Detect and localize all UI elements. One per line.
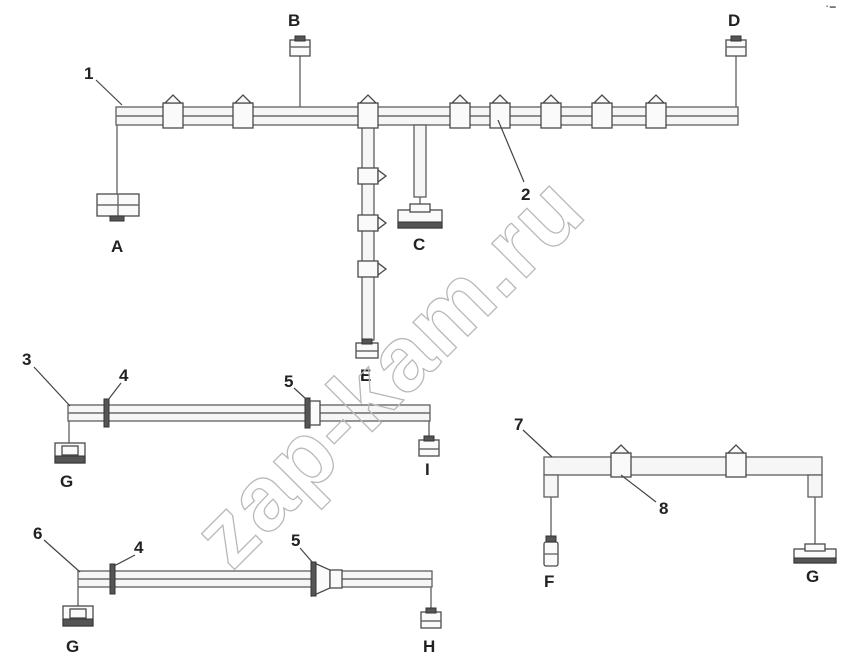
harness-7 <box>543 444 837 567</box>
label-c: C <box>413 235 425 254</box>
label-g-3: G <box>806 567 819 586</box>
trunk-clip-7 <box>591 94 613 129</box>
connector-f <box>543 535 559 567</box>
trunk-clip-5 <box>489 94 511 129</box>
branch-e-clip-2 <box>357 214 388 232</box>
label-2: 2 <box>521 185 530 204</box>
leader-lines <box>33 79 657 573</box>
trunk-clip-4 <box>449 94 471 129</box>
connector-g-2 <box>62 605 94 627</box>
label-7: 7 <box>514 415 523 434</box>
label-a: A <box>111 237 123 256</box>
trunk-clip-8 <box>645 94 667 129</box>
harness-7-tube <box>543 456 823 476</box>
label-h: H <box>423 637 435 656</box>
branch-e-tube <box>361 124 375 341</box>
label-3: 3 <box>22 350 31 369</box>
connector-c <box>397 203 443 229</box>
harness-7-clip-2 <box>725 444 747 478</box>
branch-e-clip-3 <box>357 260 388 278</box>
connector-h <box>420 607 442 629</box>
harness-3 <box>54 397 440 464</box>
label-1: 1 <box>84 64 93 83</box>
connector-i <box>418 435 440 457</box>
label-b: B <box>288 11 300 30</box>
harness-1 <box>96 35 747 359</box>
grommet-5-a <box>304 397 321 429</box>
label-d: D <box>728 11 740 30</box>
label-8: 8 <box>659 499 668 518</box>
grommet-4-a <box>103 398 110 428</box>
connector-g-3 <box>793 543 837 564</box>
branch-c-tube <box>413 124 427 198</box>
label-5-a: 5 <box>284 372 293 391</box>
label-f: F <box>544 572 554 591</box>
branch-e-clip-1 <box>357 167 388 185</box>
connector-a <box>96 193 140 222</box>
label-6: 6 <box>33 524 42 543</box>
grommet-5-b <box>310 560 343 598</box>
harness-6 <box>62 560 442 629</box>
grommet-4-b <box>109 563 116 595</box>
label-e: E <box>360 366 371 385</box>
trunk-clip-3 <box>357 94 379 129</box>
label-4-a: 4 <box>119 366 129 385</box>
label-4-b: 4 <box>134 538 144 557</box>
label-i: I <box>425 460 430 479</box>
trunk-clip-1 <box>162 94 184 129</box>
harness-7-clip-1 <box>610 444 632 478</box>
connector-d <box>725 35 747 57</box>
label-5-b: 5 <box>291 531 300 550</box>
connector-b <box>289 35 311 57</box>
label-g-2: G <box>66 637 79 656</box>
watermark-text: zap-kam.ru <box>174 156 604 586</box>
corner-mark: ▪ ▬ <box>826 4 836 10</box>
connector-g-1 <box>54 442 86 464</box>
label-g-1: G <box>60 472 73 491</box>
trunk-clip-6 <box>540 94 562 129</box>
connector-e <box>355 338 379 359</box>
trunk-clip-2 <box>232 94 254 129</box>
labels: 1 2 3 4 5 6 4 5 7 8 A B C D E G I G H F … <box>22 11 819 656</box>
